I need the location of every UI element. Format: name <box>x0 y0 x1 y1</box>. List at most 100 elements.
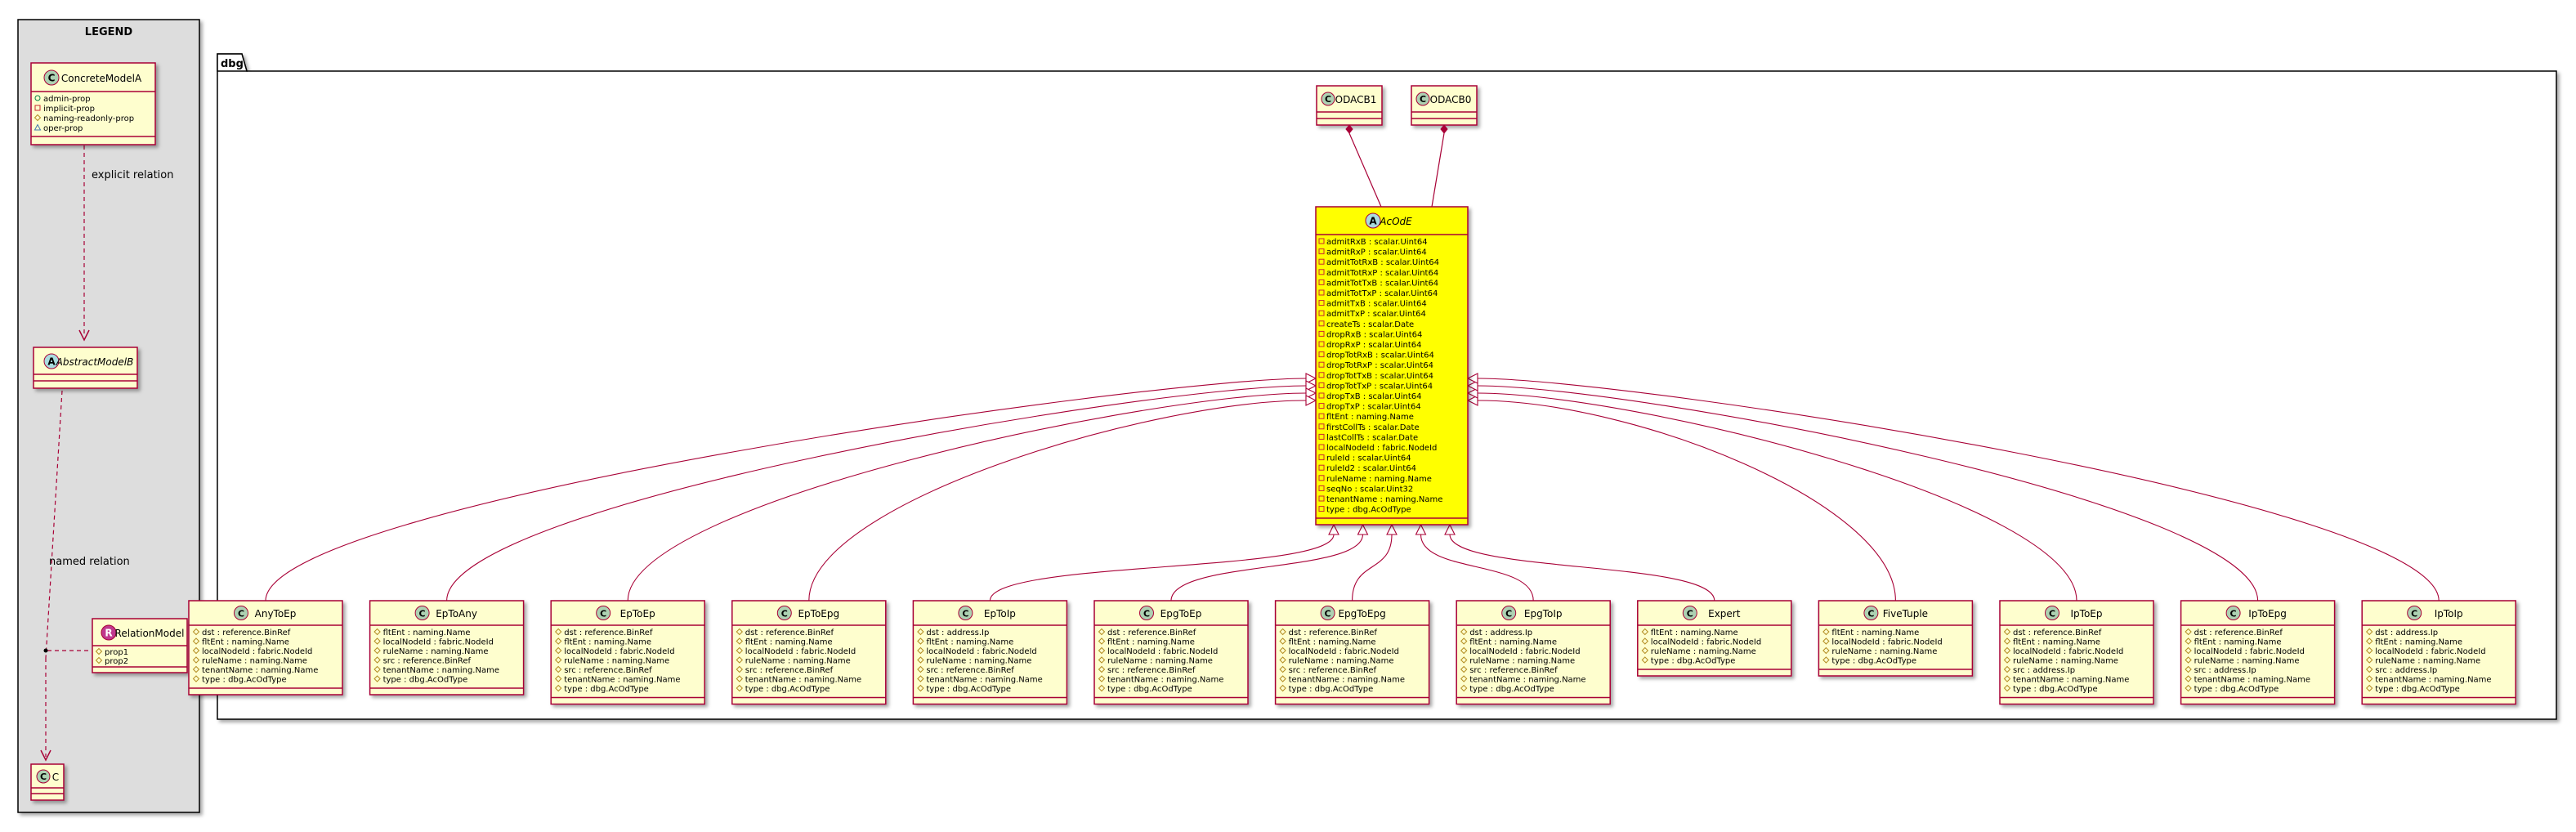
legend-explicit-relation-label: explicit relation <box>92 169 173 181</box>
attribute-text: type : dbg.AcOdType <box>1107 685 1192 694</box>
attribute-text: ruleName : naming.Name <box>202 657 307 666</box>
visibility-protected-icon <box>1279 675 1286 682</box>
class-badge-letter: C <box>1143 609 1150 620</box>
attribute-text: type : dbg.AcOdType <box>1326 506 1411 515</box>
class-name: EpToEpg <box>798 608 839 620</box>
attribute-text: dropTotRxB : scalar.Uint64 <box>1326 351 1434 360</box>
visibility-protected-icon <box>917 684 924 692</box>
attribute-text: prop2 <box>105 657 128 666</box>
class-badge-icon <box>776 606 792 620</box>
class-badge-icon <box>2045 606 2059 620</box>
class-name: AbstractModelB <box>56 356 134 368</box>
visibility-private-icon <box>1318 258 1325 265</box>
visibility-private-icon <box>1318 310 1325 316</box>
attribute-text: dropTotRxP : scalar.Uint64 <box>1326 361 1433 370</box>
attribute-text: fltEnt : naming.Name <box>2013 638 2100 647</box>
attribute-text: tenantName : naming.Name <box>564 676 680 685</box>
visibility-protected-icon <box>373 646 381 655</box>
legend-class-abstract-model-b[interactable]: A AbstractModelB <box>33 347 138 389</box>
attribute-text: tenantName : naming.Name <box>202 666 318 675</box>
visibility-protected-icon <box>554 656 562 664</box>
composition-diamond-icon <box>1345 124 1353 134</box>
visibility-protected-icon <box>2003 675 2011 682</box>
class-name: EpgToIp <box>1524 608 1563 620</box>
attribute-text: dropTotTxP : scalar.Uint64 <box>1326 382 1433 391</box>
visibility-protected-icon <box>2365 684 2373 692</box>
class-badge-icon <box>43 69 60 86</box>
class-badge-icon <box>1139 606 1154 620</box>
attribute-text: createTs : scalar.Date <box>1326 320 1414 329</box>
attribute-text: fltEnt : naming.Name <box>1469 638 1557 647</box>
class-name: AnyToEp <box>255 608 297 620</box>
attribute-text: fltEnt : naming.Name <box>1107 638 1195 647</box>
attribute-text: admitRxB : scalar.Uint64 <box>1326 238 1428 247</box>
legend-class-c[interactable]: C C <box>30 763 65 801</box>
visibility-protected-icon <box>736 665 744 673</box>
class-name: RelationModel <box>115 628 185 639</box>
class-badge-icon <box>1415 92 1430 106</box>
legend-class-concrete-model-a[interactable]: C ConcreteModelA admin-propimplicit-prop… <box>30 62 156 145</box>
inheritance-edges <box>265 373 2440 602</box>
class-badge-icon <box>1863 606 1879 620</box>
visibility-protected-icon <box>1279 656 1286 664</box>
class-badge-icon <box>1501 606 1517 620</box>
class-badge-letter: C <box>1505 609 1512 620</box>
attribute-text: localNodeId : fabric.NodeId <box>1831 638 1942 647</box>
attribute-text: type : dbg.AcOdType <box>202 676 287 685</box>
visibility-protected-icon <box>1098 665 1106 673</box>
class-name: EpToEp <box>620 608 655 620</box>
class-name: AcOdE <box>1379 216 1412 227</box>
attribute-text: fltEnt : naming.Name <box>1326 413 1414 422</box>
visibility-protected-icon <box>736 675 744 682</box>
visibility-protected-icon <box>1279 665 1286 673</box>
attribute-text: dst : reference.BinRef <box>1107 628 1196 637</box>
visibility-private-icon <box>1318 248 1325 255</box>
visibility-protected-icon <box>917 665 924 673</box>
visibility-protected-icon <box>2003 628 2011 636</box>
visibility-protected-icon <box>1098 656 1106 664</box>
class-acode[interactable]: A AcOdE admitRxB : scalar.Uint64admitRxP… <box>1315 206 1469 526</box>
visibility-protected-icon <box>1460 684 1468 692</box>
attribute-text: ruleName : naming.Name <box>383 647 489 656</box>
generalization-arrow-icon <box>1305 380 1317 391</box>
visibility-private-icon <box>1318 300 1325 306</box>
attribute-text: admitTotTxB : scalar.Uint64 <box>1326 279 1438 288</box>
attribute-text: dst : reference.BinRef <box>564 628 653 637</box>
generalization-arrow-icon <box>1305 395 1317 406</box>
attribute-text: dst : reference.BinRef <box>2013 628 2102 637</box>
attribute-text: ruleName : naming.Name <box>2375 657 2480 666</box>
visibility-protected-icon <box>2003 684 2011 692</box>
visibility-protected-icon <box>1098 637 1106 645</box>
attribute-text: dst : address.Ip <box>1469 628 1532 637</box>
visibility-protected-icon <box>2365 646 2373 655</box>
visibility-private-icon <box>1318 361 1325 368</box>
visibility-protected-icon <box>2365 628 2373 636</box>
attribute-text: src : address.Ip <box>2194 666 2256 675</box>
visibility-protected-icon <box>2185 637 2192 645</box>
visibility-protected-icon <box>2185 684 2192 692</box>
visibility-protected-icon <box>2185 675 2192 682</box>
visibility-protected-icon <box>1098 646 1106 655</box>
visibility-private-icon <box>1318 413 1325 419</box>
visibility-protected-icon <box>1460 646 1468 655</box>
attribute-text: type : dbg.AcOdType <box>1469 685 1554 694</box>
attribute-text: type : dbg.AcOdType <box>926 685 1011 694</box>
attribute-text: localNodeId : fabric.NodeId <box>1107 647 1218 656</box>
